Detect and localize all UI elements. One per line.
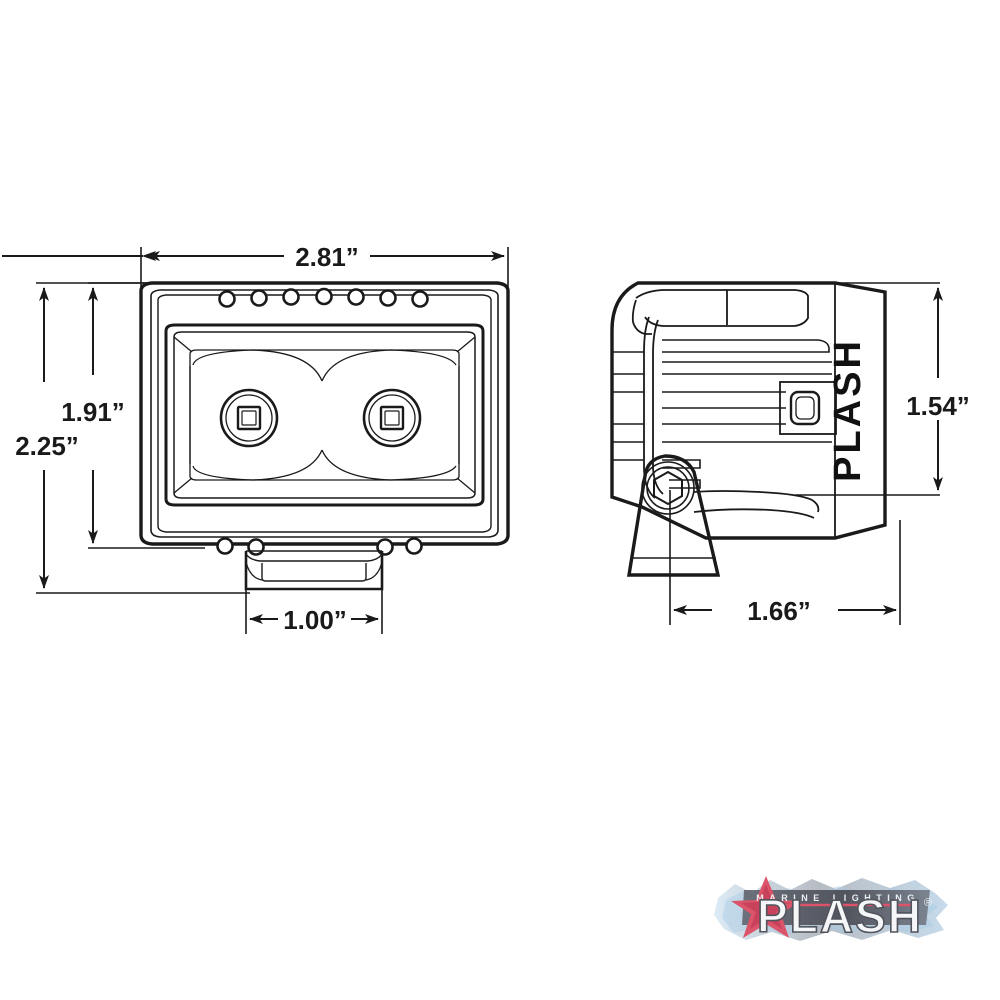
led-optic-left (219, 388, 279, 448)
front-bezel-frame (164, 323, 485, 507)
dimension-label-side-height: 1.54” (906, 391, 970, 421)
side-top-crown (631, 289, 809, 335)
front-top-bezel-screws (218, 287, 429, 308)
dimension-bracket-width-1-00: 1.00” (245, 589, 383, 635)
logo-dark-bar (742, 890, 930, 925)
side-mounting-bracket (627, 454, 721, 577)
side-lower-skirt (693, 490, 820, 519)
dimension-label-width: 2.81” (295, 242, 359, 272)
side-brand-text: PLASH (827, 338, 869, 482)
front-bottom-bezel-screws (216, 537, 423, 556)
logo-tagline: MARINE LIGHTING (756, 893, 920, 903)
dimension-label-height-outer: 2.25” (15, 431, 79, 461)
front-reflector-cavity (173, 336, 476, 494)
dimension-depth-1-66: 1.66” (669, 490, 901, 626)
dimension-height-1-91: 1.91” (61, 282, 310, 549)
side-pivot-hex-bolt (641, 461, 695, 515)
dimension-width-2-81: 2.81” (2, 242, 509, 300)
dimension-height-2-25: 2.25” (15, 282, 310, 594)
plash-marine-lighting-logo: MARINE LIGHTING PLASH ® (714, 876, 948, 943)
logo-star-icon (731, 876, 801, 938)
front-reflector-arcs (189, 349, 460, 481)
dimension-label-bracket-width: 1.00” (283, 605, 347, 635)
logo-wordmark: PLASH (757, 890, 923, 942)
dimension-label-height-inner: 1.91” (61, 397, 125, 427)
dimension-label-depth: 1.66” (747, 596, 811, 626)
led-optic-right (362, 388, 422, 448)
front-mounting-bracket (244, 550, 384, 591)
side-bracket-arm-upper (643, 316, 664, 499)
side-connector-port (779, 381, 837, 435)
logo-registered-mark: ® (924, 897, 932, 909)
side-heat-sink-fins (612, 339, 832, 489)
dimension-side-height-1-54: 1.54” (795, 282, 970, 496)
front-view (139, 281, 510, 591)
side-view: PLASH (610, 281, 887, 577)
